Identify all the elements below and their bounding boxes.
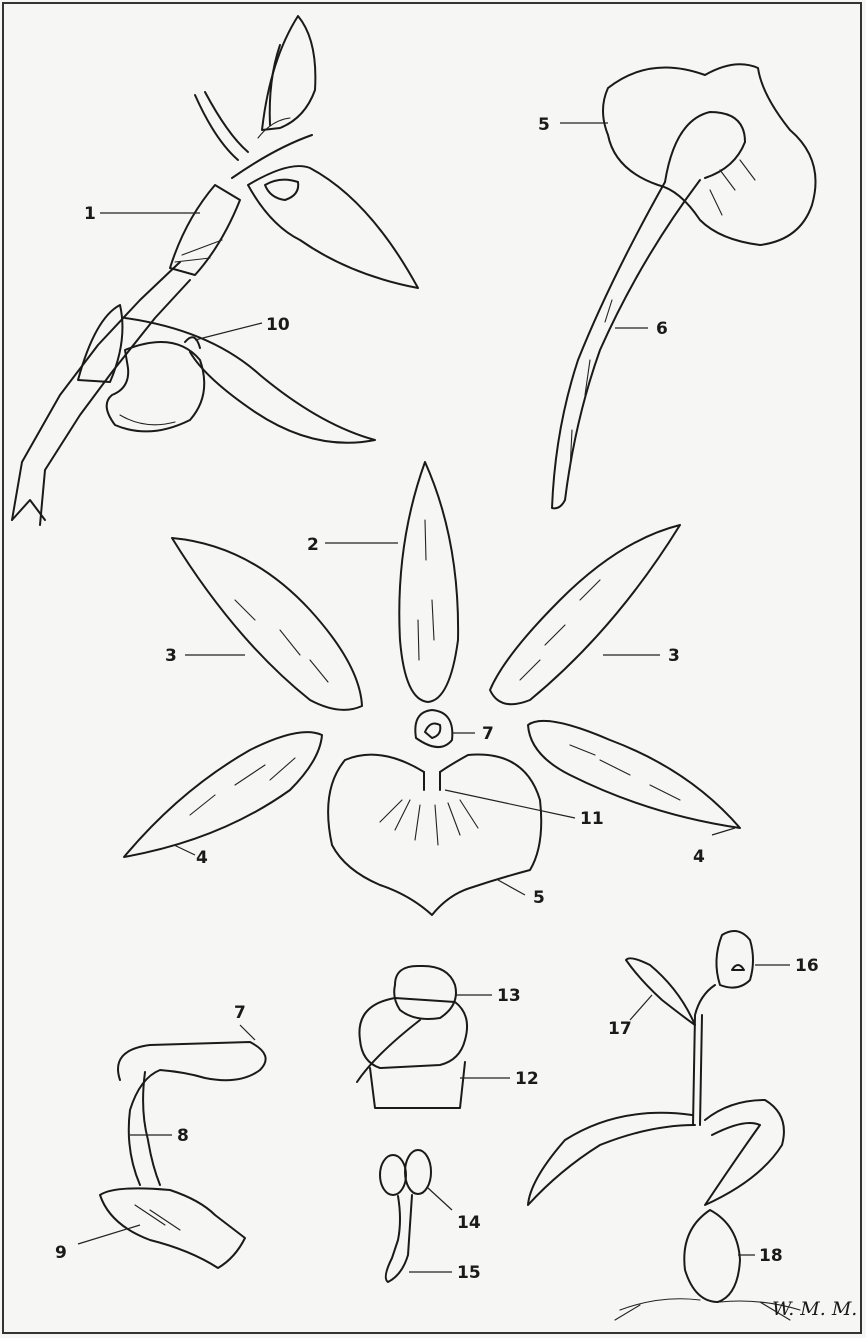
label-1: 1 xyxy=(84,204,96,224)
label-4-right: 4 xyxy=(693,847,705,867)
label-4-left: 4 xyxy=(196,848,208,868)
label-11: 11 xyxy=(580,809,604,829)
lip-with-spur-drawing xyxy=(552,64,816,508)
label-7-bottom: 7 xyxy=(234,1003,246,1023)
label-14: 14 xyxy=(457,1213,481,1233)
label-3-left: 3 xyxy=(165,646,177,666)
column-side-view-drawing xyxy=(100,1042,266,1268)
pollinia-drawing xyxy=(380,1150,431,1282)
label-2: 2 xyxy=(307,535,319,555)
label-18: 18 xyxy=(759,1246,783,1266)
artist-signature: W. M. M. xyxy=(772,1298,857,1320)
label-3-right: 3 xyxy=(668,646,680,666)
label-17: 17 xyxy=(608,1019,632,1039)
label-9: 9 xyxy=(55,1243,67,1263)
label-15: 15 xyxy=(457,1263,481,1283)
label-8: 8 xyxy=(177,1126,189,1146)
label-5-center: 5 xyxy=(533,888,545,908)
label-7-center: 7 xyxy=(482,724,494,744)
leader-lines xyxy=(78,123,790,1272)
label-5-top: 5 xyxy=(538,115,550,135)
label-13: 13 xyxy=(497,986,521,1006)
flowering-stem-drawing xyxy=(12,16,418,525)
plate-border xyxy=(3,3,861,1333)
column-anther-drawing xyxy=(357,966,467,1108)
label-12: 12 xyxy=(515,1069,539,1089)
label-6: 6 xyxy=(656,319,668,339)
dissected-flower-drawing xyxy=(124,462,740,915)
label-10: 10 xyxy=(266,315,290,335)
label-16: 16 xyxy=(795,956,819,976)
